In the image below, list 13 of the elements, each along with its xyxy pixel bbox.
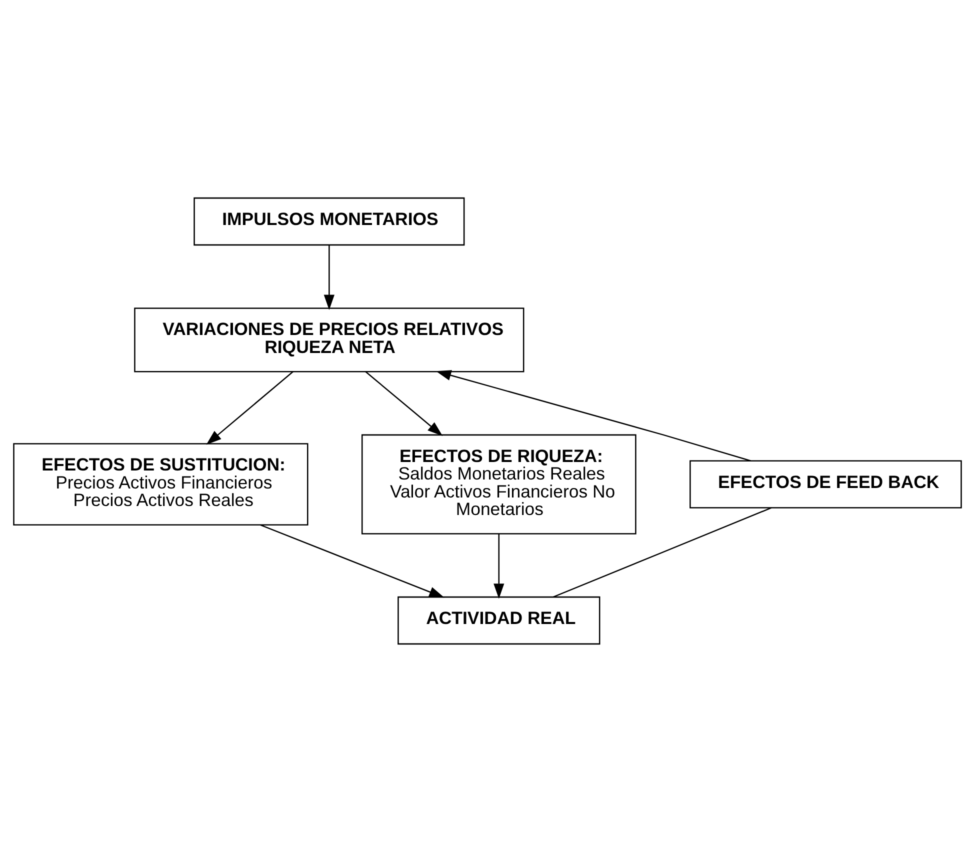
node-box: VARIACIONES DE PRECIOS RELATIVOS RIQUEZA NETA <box>134 307 524 372</box>
arrow <box>436 370 751 461</box>
node-box: IMPULSOS MONETARIOS <box>194 196 465 246</box>
node-box: ACTIVIDAD REAL <box>398 596 600 644</box>
arrow <box>365 370 443 436</box>
connector <box>553 506 772 598</box>
node-box: EFECTOS DE SUSTITUCION: Precios Activos Financieros Precios Activos Reales <box>13 442 308 525</box>
arrow <box>206 370 294 444</box>
node-box: EFECTOS DE RIQUEZA: Saldos Monetarios Reales Valor Activos Financieros No Monetarios <box>361 434 636 534</box>
arrow <box>260 524 444 598</box>
node-box: EFECTOS DE FEED BACK <box>690 460 962 508</box>
arrow <box>494 533 504 598</box>
arrow <box>324 244 334 310</box>
